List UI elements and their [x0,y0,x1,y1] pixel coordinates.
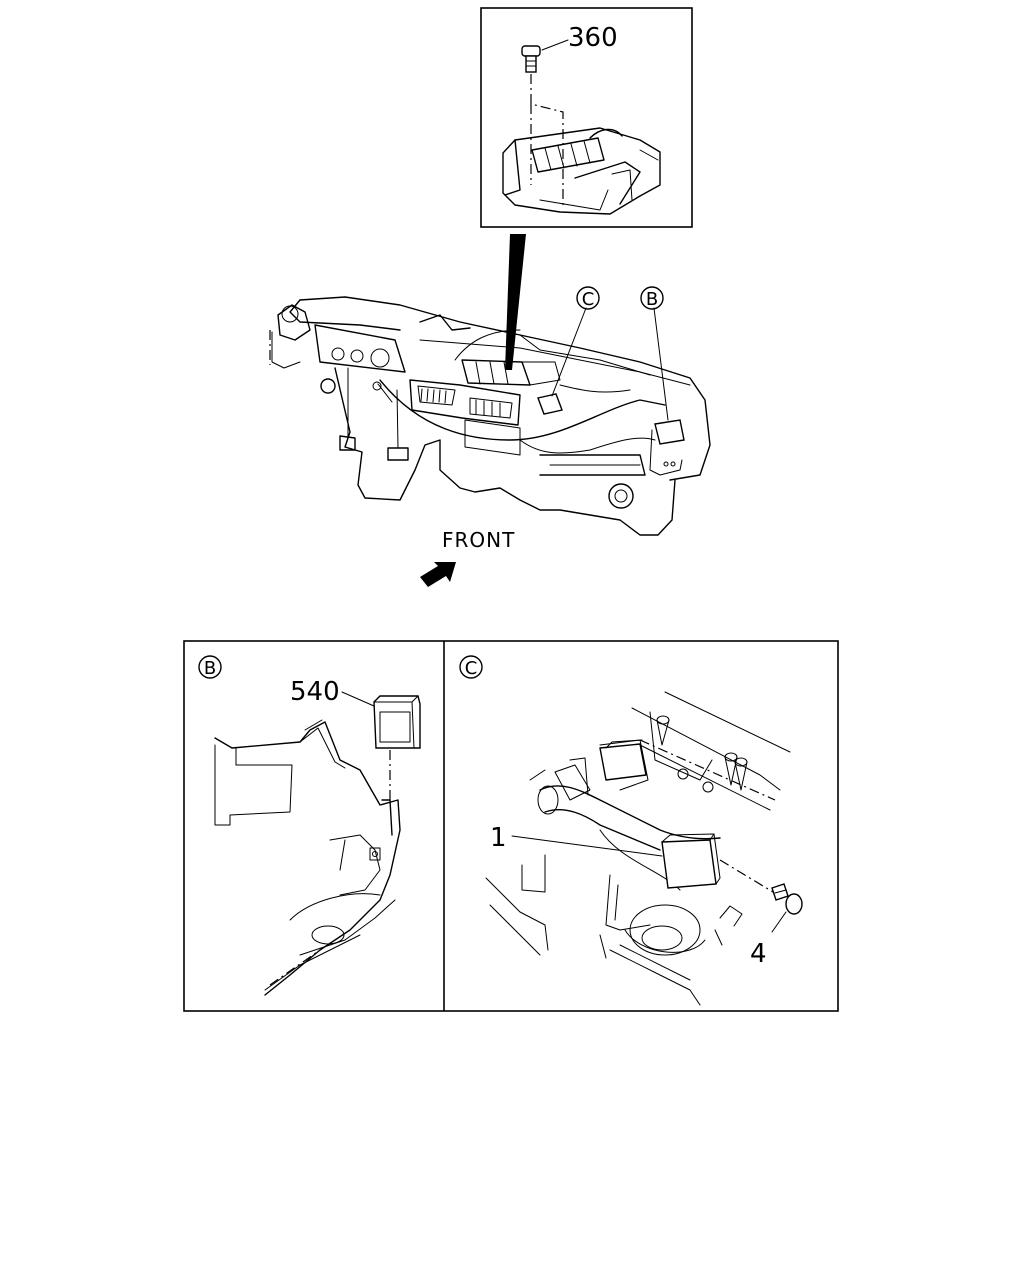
relay-1-icon [661,833,721,889]
leader-b [653,307,669,421]
callout-1: 1 [490,823,507,853]
front-label: FRONT [442,528,515,552]
leader-4 [771,911,787,933]
steering-column [269,304,311,369]
detail-views [183,640,839,1012]
leader-c [551,307,587,397]
detail-b-panel: B 540 [198,655,421,996]
detail-b-marker: B [204,658,216,679]
marker-b-label: B [646,289,658,310]
top-detail-inset: 360 [480,7,693,228]
marker-b: B [640,286,664,310]
detail-c-panel: C 1 [459,655,803,1006]
guide-line [530,74,564,205]
marker-c: C [576,286,600,310]
marker-c-label: C [582,289,595,310]
module-540-icon [373,695,421,749]
callout-360: 360 [568,23,618,53]
bolt-360-icon [521,45,541,73]
module-b-location [654,419,685,445]
callout-540: 540 [290,677,340,707]
bolt-4-icon [771,883,803,915]
fuse-block-assembly [502,127,661,215]
inset-pointer [505,234,526,370]
callout-4: 4 [750,939,767,969]
relay-c-location [537,393,563,415]
leader-540 [341,691,375,707]
front-arrow-icon [420,562,456,587]
dash-relay-block [461,359,561,386]
leader-1 [511,835,663,857]
guide-line [719,859,779,896]
leader-360 [541,39,569,51]
detail-c-marker: C [465,658,478,679]
dashboard-view [269,296,711,536]
